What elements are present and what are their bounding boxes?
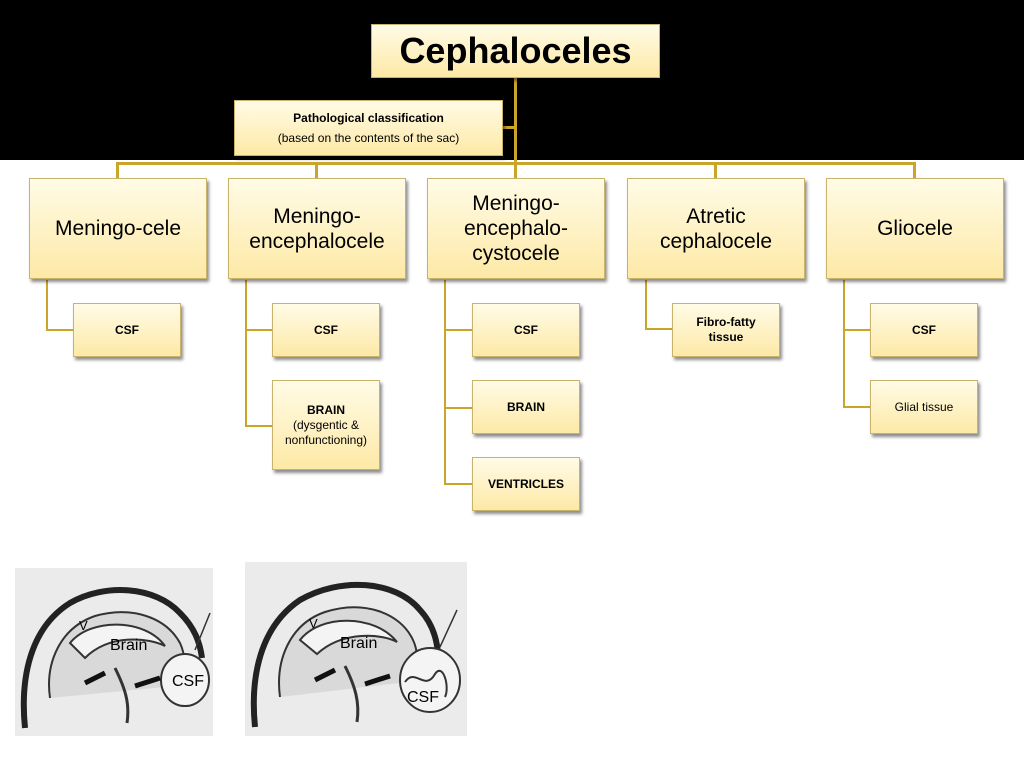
classification-box: Pathological classification (based on th…	[234, 100, 503, 156]
content-atretic-fibrofatty: Fibro-fatty tissue	[672, 303, 780, 357]
content-gliocele-glial-tissue: Glial tissue	[870, 380, 978, 434]
connector-subtitle	[503, 126, 516, 129]
connector-drop-2	[315, 162, 318, 179]
classification-note: (based on the contents of the sac)	[277, 131, 460, 145]
meningoencephalocele-brain-label: Brain	[340, 635, 377, 652]
connector-col3-branch-1	[444, 329, 472, 331]
meningocele-v-label: V	[79, 618, 88, 633]
category-gliocele: Gliocele	[826, 178, 1004, 279]
brain-label: BRAIN	[307, 402, 345, 417]
category-atretic-cephalocele: Atretic cephalocele	[627, 178, 805, 279]
connector-col3-vertical	[444, 280, 446, 485]
classification-heading: Pathological classification	[293, 111, 444, 125]
connector-col1-vertical	[46, 280, 48, 330]
connector-title-stem	[514, 78, 517, 163]
fibrofatty-label: Fibro-fatty tissue	[696, 315, 756, 344]
meningoencephalocele-csf-label: CSF	[407, 689, 439, 706]
meningoencephalocele-v-label: V	[309, 616, 318, 631]
meningocele-csf-label: CSF	[172, 673, 204, 690]
meningoencephalocele-illustration: V Brain CSF	[245, 562, 467, 736]
connector-drop-5	[913, 162, 916, 179]
content-gliocele-csf: CSF	[870, 303, 978, 357]
connector-col4-branch	[645, 328, 673, 330]
category-atretic-cephalocele-label: Atretic cephalocele	[659, 204, 773, 253]
category-meningocele: Meningo-cele	[29, 178, 207, 279]
connector-col2-vertical	[245, 280, 247, 427]
category-meningoencephalocele-label: Meningo-encephalocele	[249, 204, 385, 253]
content-meningoencephalocele-brain: BRAIN (dysgentic & nonfunctioning)	[272, 380, 380, 470]
brain-detail: (dysgentic & nonfunctioning)	[284, 417, 368, 447]
category-meningoencephalocele: Meningo-encephalocele	[228, 178, 406, 279]
category-meningoencephalocystocele-label: Meningo-encephalo-cystocele	[464, 192, 568, 265]
connector-col2-branch-2	[245, 425, 273, 427]
category-meningoencephalocystocele: Meningo-encephalo-cystocele	[427, 178, 605, 279]
connector-drop-1	[116, 162, 119, 179]
connector-drop-3	[514, 162, 517, 179]
meningocele-brain-label: Brain	[110, 637, 147, 654]
connector-col5-vertical	[843, 280, 845, 408]
content-cystocele-brain: BRAIN	[472, 380, 580, 434]
content-cystocele-ventricles: VENTRICLES	[472, 457, 580, 511]
content-cystocele-csf: CSF	[472, 303, 580, 357]
connector-col5-branch-1	[843, 329, 871, 331]
connector-col3-branch-3	[444, 483, 472, 485]
content-meningocele-csf: CSF	[73, 303, 181, 357]
connector-col4-vertical	[645, 280, 647, 330]
diagram-title: Cephaloceles	[371, 24, 660, 78]
connector-col1-branch	[46, 329, 74, 331]
connector-drop-4	[714, 162, 717, 179]
connector-col2-branch-1	[245, 329, 273, 331]
meningocele-illustration: V Brain CSF	[15, 568, 213, 736]
content-meningoencephalocele-csf: CSF	[272, 303, 380, 357]
connector-col3-branch-2	[444, 407, 472, 409]
connector-col5-branch-2	[843, 406, 871, 408]
